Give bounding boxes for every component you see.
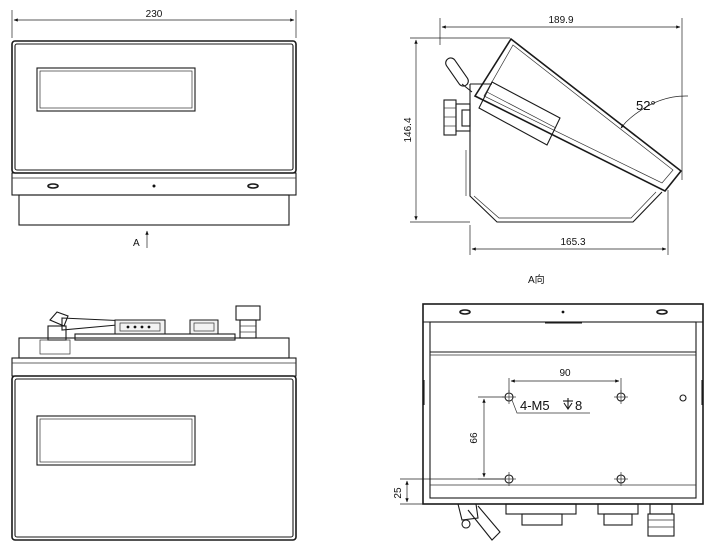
side-height-dimension: 146.4 [403, 37, 510, 223]
bottom-frame [422, 303, 704, 505]
hole-spacing-y-dimension: 66 [469, 396, 504, 480]
mounting-hole-tr [614, 390, 628, 404]
hole-spacing-y-label: 66 [469, 432, 480, 444]
side-top-label: 189.9 [548, 15, 573, 26]
rear-view [11, 305, 297, 541]
front-bottom-plate [18, 194, 290, 226]
front-width-label: 230 [146, 9, 163, 20]
front-width-dimension: 230 [11, 9, 297, 38]
bottom-slot-right [656, 309, 668, 315]
rear-antenna-knob [49, 311, 69, 327]
side-display-bracket [478, 81, 561, 146]
rear-upper-plate [18, 337, 290, 359]
side-cable-glands [443, 99, 471, 136]
bottom-antenna-stub [457, 503, 479, 521]
bottom-view: 90 66 4-M5 8 25 [393, 303, 704, 541]
hole-callout: 4-M5 8 [511, 398, 590, 414]
front-display-window [36, 67, 196, 112]
mounting-hole-br [614, 472, 628, 486]
view-marker-label: A [133, 238, 140, 249]
depth-symbol-icon [563, 398, 573, 410]
rear-connectors [47, 305, 261, 341]
side-angle-label: 52° [636, 98, 656, 113]
side-bottom-dimension: 165.3 [469, 190, 669, 255]
front-housing [11, 40, 297, 174]
side-bottom-label: 165.3 [560, 237, 585, 248]
side-antenna [445, 57, 473, 93]
hole-spec-label: 4-M5 [520, 398, 550, 413]
side-height-label: 146.4 [403, 117, 414, 142]
side-view: 189.9 146.4 165.3 [403, 15, 689, 255]
side-top-dimension: 189.9 [439, 15, 683, 180]
rear-gland-cap [235, 305, 261, 321]
edge-offset-label: 25 [393, 487, 404, 499]
mounting-hole-bl [502, 472, 516, 486]
side-base-outline [469, 84, 663, 223]
bottom-connectors [457, 503, 675, 541]
rear-housing [11, 375, 297, 541]
bottom-small-hole [679, 394, 687, 402]
front-slot-left [47, 183, 59, 189]
rear-db9-connector [114, 319, 166, 335]
mounting-holes [502, 390, 628, 486]
mounting-hole-tl [502, 390, 516, 404]
view-marker-a: A [133, 230, 149, 249]
hole-spacing-x-label: 90 [559, 368, 571, 379]
bottom-db9-connector [505, 503, 577, 515]
side-angle-annotation: 52° [620, 95, 689, 129]
hole-depth-label: 8 [575, 398, 582, 413]
front-view: 230 A [11, 9, 297, 249]
bottom-db-small-connector [597, 503, 639, 515]
section-label: A向 [528, 273, 545, 286]
rear-display-window [36, 415, 196, 466]
edge-offset-dimension: 25 [393, 478, 504, 505]
bottom-gland [649, 503, 673, 515]
bottom-slot-left [459, 309, 471, 315]
front-slot-right [247, 183, 259, 189]
side-tilted-head [473, 37, 683, 193]
hole-spacing-x-dimension: 90 [508, 368, 622, 392]
